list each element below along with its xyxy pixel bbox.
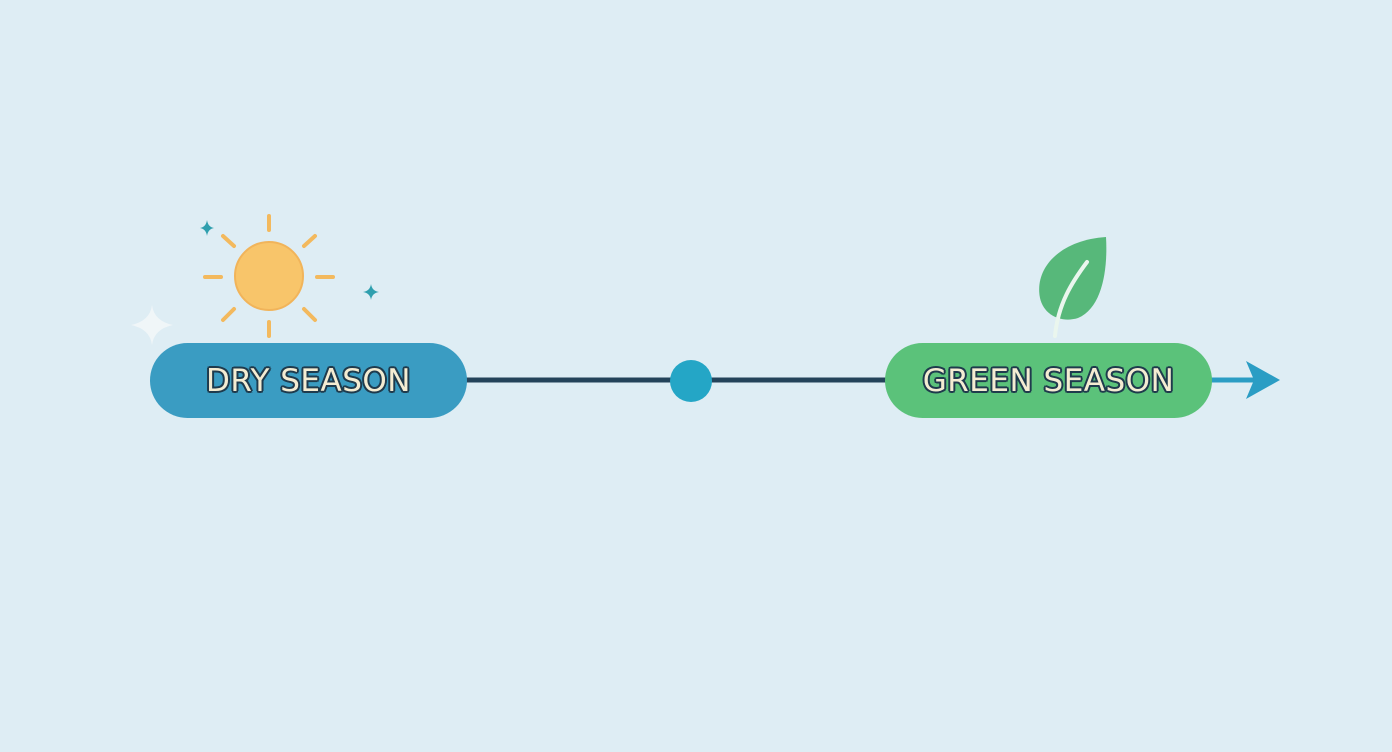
sparkle-icon [200,220,214,236]
green-season-label: GREEN SEASON [922,362,1175,399]
dry-season-pill: DRY SEASON [150,343,467,418]
green-season-pill: GREEN SEASON [885,343,1212,418]
sparkle-icon [363,284,379,300]
arrow-head-icon [1246,361,1280,399]
dry-season-label: DRY SEASON [206,362,411,399]
leaf-icon [1039,237,1107,338]
sun-icon [203,214,335,338]
sparkle-icon [131,305,173,345]
timeline-midpoint-marker [670,360,712,402]
